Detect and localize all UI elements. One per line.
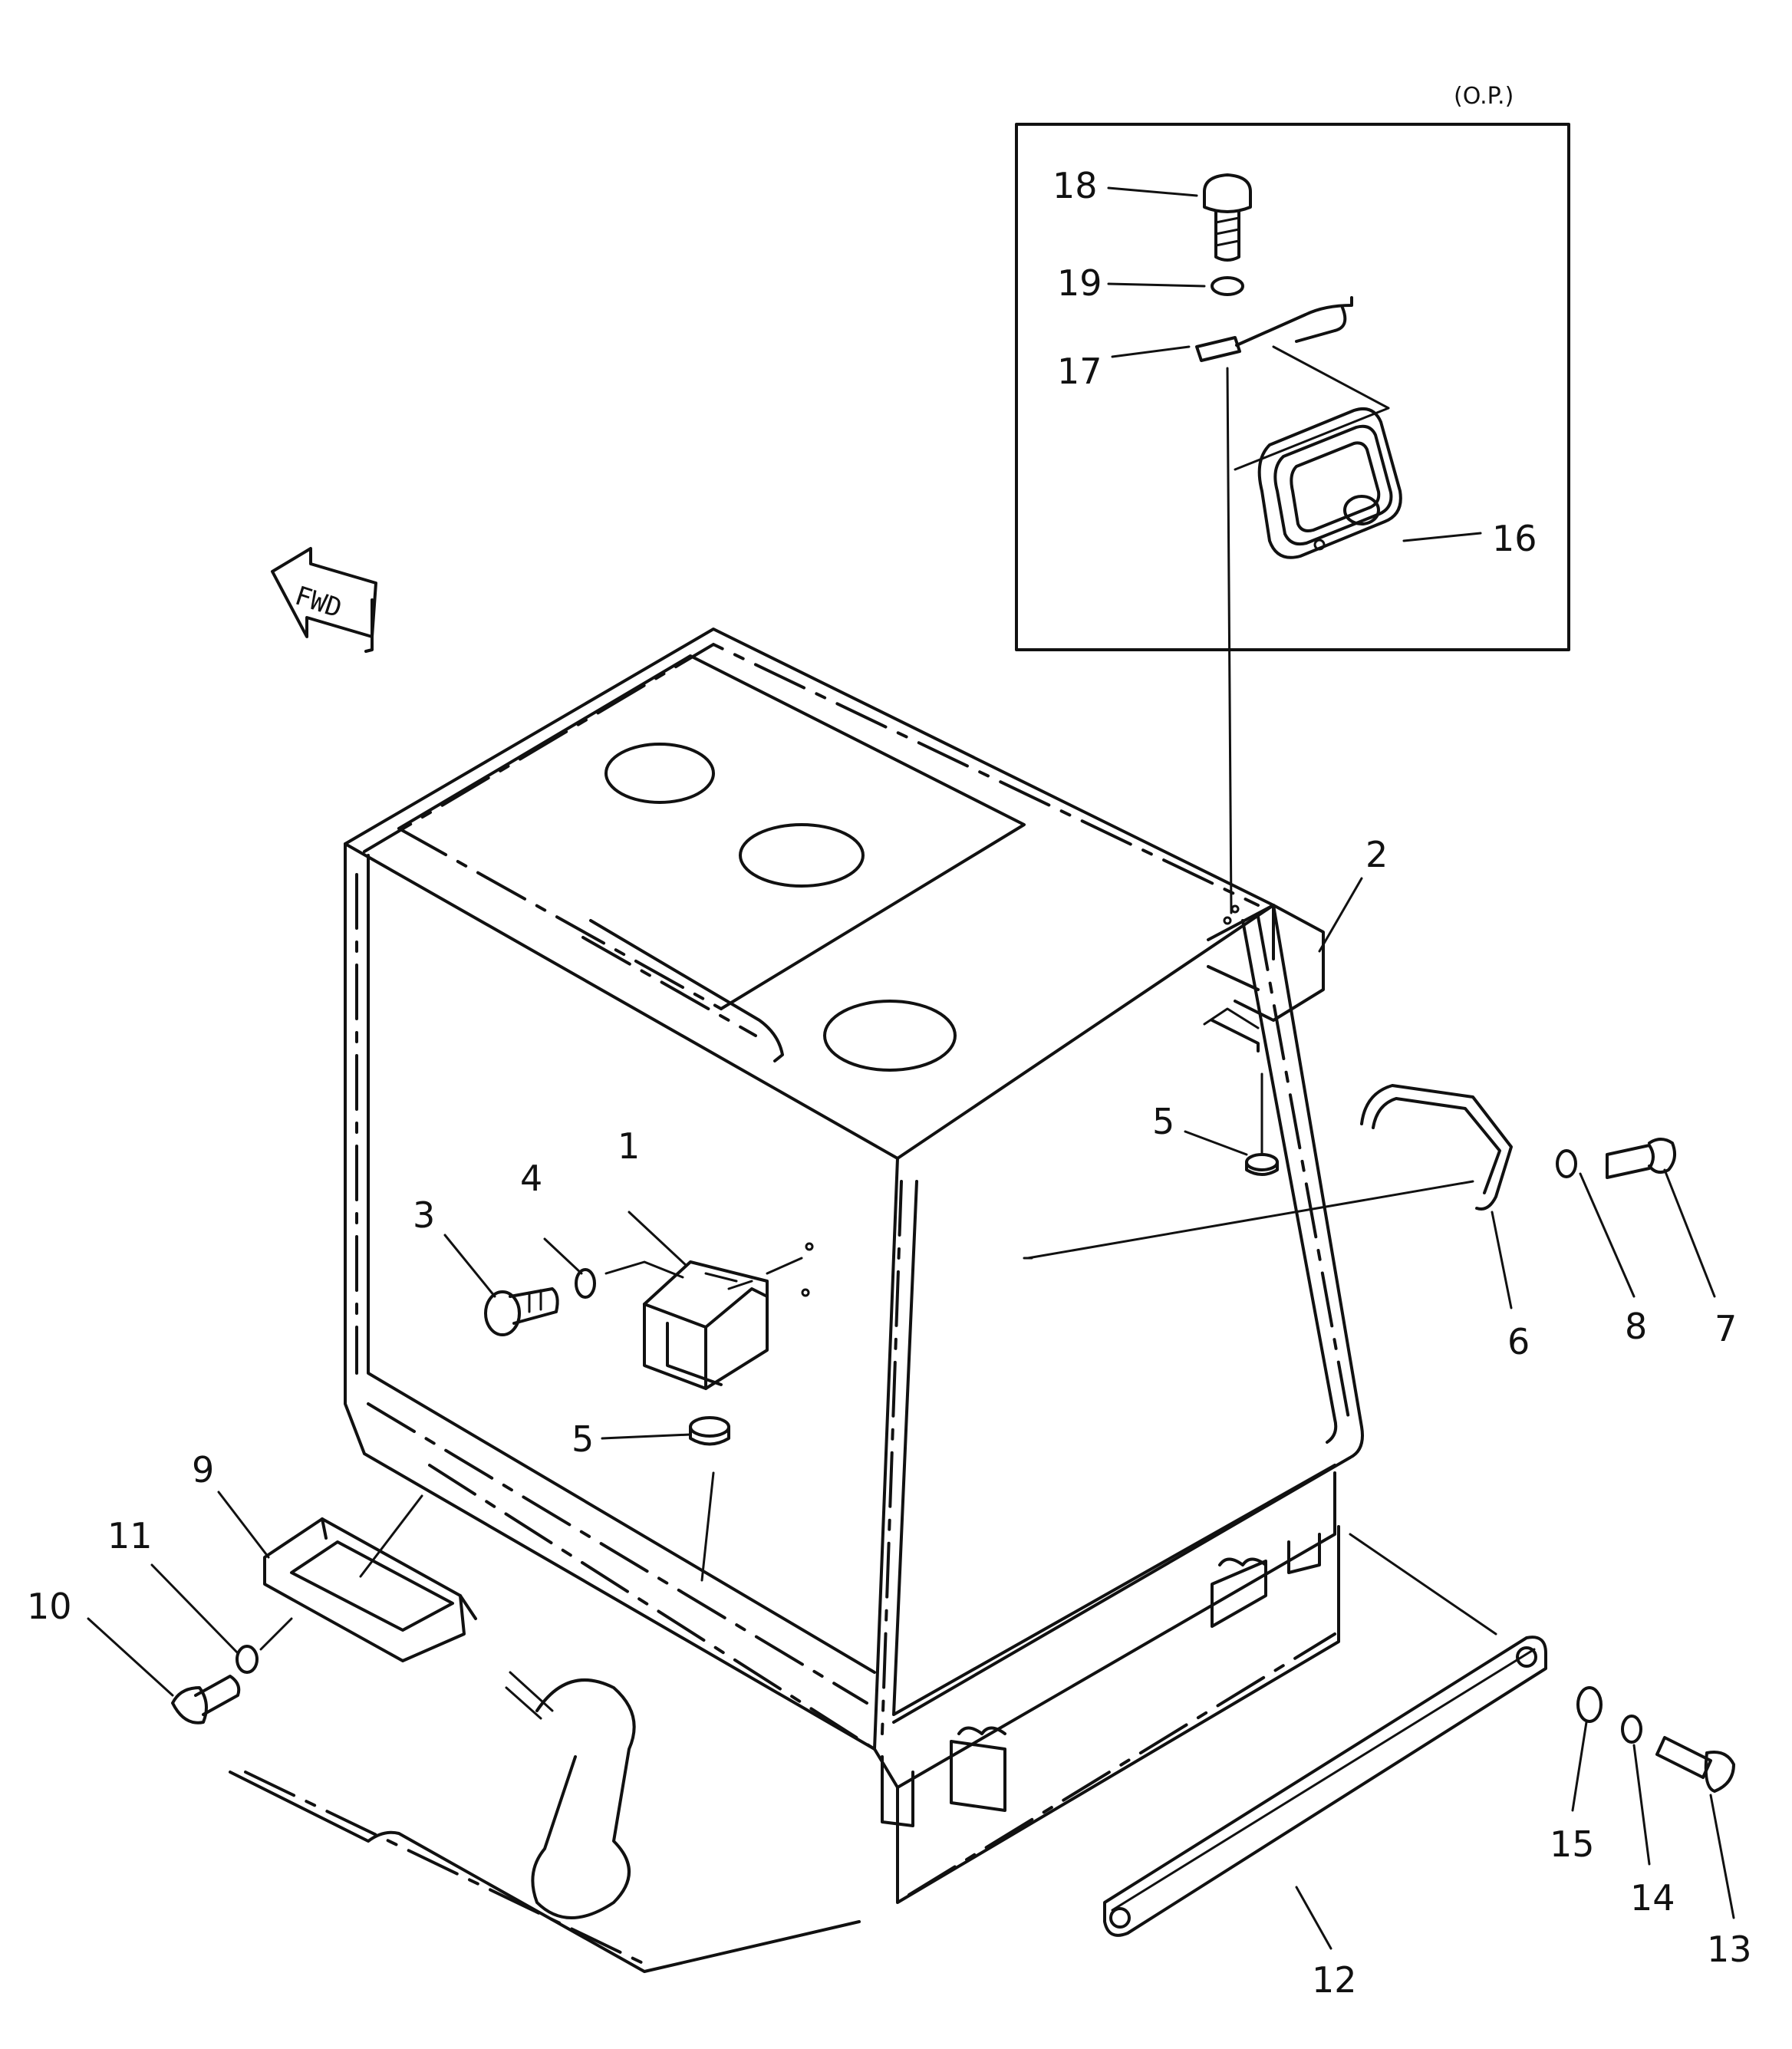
bolt-18: [1203, 173, 1252, 262]
hood-hole-1: [604, 743, 715, 804]
callout-12: 12: [1312, 1959, 1357, 2001]
grommet-5-upper: [1245, 1072, 1279, 1176]
bolt-10: [171, 1675, 241, 1725]
hood-assembly: [229, 628, 1364, 1973]
bracket-2: [1203, 904, 1325, 1053]
callout-10: 10: [27, 1586, 72, 1627]
plate-9: [263, 1494, 477, 1662]
option-leader: [1226, 367, 1233, 914]
callout-18: 18: [1052, 165, 1098, 206]
washer-14: [1621, 1715, 1642, 1744]
callout-5-upper: 5: [1152, 1101, 1174, 1142]
mirror-16: [1257, 407, 1402, 559]
callout-19: 19: [1057, 262, 1102, 304]
option-box: [1015, 123, 1570, 651]
callout-14: 14: [1630, 1877, 1675, 1919]
rod-17: [1195, 296, 1353, 362]
bolt-13: [1655, 1736, 1735, 1793]
bracket-1: [604, 1242, 814, 1390]
callout-4: 4: [520, 1158, 542, 1199]
handle-6: [1026, 1084, 1513, 1260]
bolt-7: [1606, 1138, 1677, 1179]
callout-15: 15: [1550, 1823, 1595, 1865]
callout-5-lower: 5: [572, 1418, 594, 1460]
callout-2: 2: [1365, 834, 1388, 875]
hood-hole-2: [739, 823, 865, 888]
callout-8: 8: [1625, 1306, 1647, 1347]
callout-17: 17: [1057, 351, 1102, 392]
callout-11: 11: [107, 1515, 153, 1557]
callout-1: 1: [618, 1125, 640, 1167]
grommet-5-lower: [689, 1416, 730, 1582]
callout-13: 13: [1707, 1929, 1752, 1970]
callout-labels: 1 2 3 4 5 5 6 7 8 9 10 11 12 13 14 15 16…: [27, 165, 1752, 2001]
washer-19: [1211, 276, 1244, 296]
washer-4: [575, 1268, 596, 1299]
rod-17-leader: [1234, 345, 1390, 471]
fwd-arrow-icon: FWD: [271, 547, 377, 653]
option-label: (O.P.): [1454, 83, 1514, 110]
callout-7: 7: [1715, 1308, 1737, 1349]
hood-hole-3: [823, 1000, 957, 1072]
callout-3: 3: [413, 1194, 435, 1236]
bar-12: [1103, 1533, 1547, 1937]
callout-16: 16: [1492, 518, 1537, 559]
callout-leaders: [87, 186, 1735, 1950]
washer-8: [1556, 1149, 1577, 1178]
callout-9: 9: [192, 1449, 214, 1491]
bolt-3: [484, 1287, 559, 1336]
fwd-label: FWD: [292, 581, 346, 624]
washer-15: [1576, 1686, 1603, 1723]
callout-6: 6: [1507, 1321, 1530, 1362]
washer-11: [236, 1645, 259, 1674]
option-inset: (O.P.): [1015, 83, 1570, 651]
